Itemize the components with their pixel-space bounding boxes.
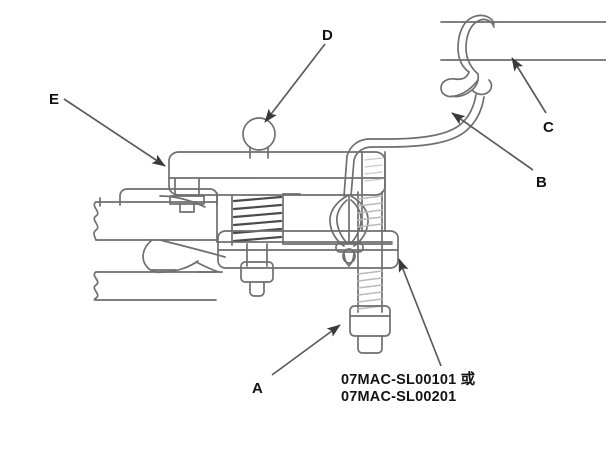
leader-A (271, 324, 341, 376)
leader-B (451, 112, 534, 171)
curved-link (142, 239, 226, 274)
drawing-line-group (93, 14, 606, 354)
lower-tool-plate (217, 230, 399, 269)
center-stud-nut (240, 243, 274, 297)
clamp-stud (169, 177, 205, 213)
cable-run (343, 94, 485, 197)
coil-spring (232, 195, 283, 243)
leader-C (511, 57, 547, 114)
tool-number-line-2: 07MAC-SL00201 (341, 389, 457, 405)
hook-on-bar (440, 14, 495, 98)
hex-nut-bottom (349, 305, 391, 354)
callout-label-D: D (322, 27, 333, 44)
leader-tool-number (398, 258, 442, 367)
center-housing (216, 192, 393, 245)
callout-label-C: C (543, 119, 554, 136)
tool-number-line-1: 07MAC-SL00101 或 (341, 372, 476, 388)
callout-label-E: E (49, 91, 60, 108)
spring-seat (231, 193, 284, 246)
left-beam-lower (93, 271, 217, 301)
leader-D (264, 43, 326, 123)
post-shading (364, 157, 383, 182)
left-beam-upper (93, 201, 217, 241)
leader-lines (63, 43, 547, 376)
callout-label-B: B (536, 174, 547, 191)
bolt-threads (357, 195, 383, 310)
leader-E (63, 98, 166, 167)
cable-thimble-loop (329, 195, 369, 267)
callout-label-A: A (252, 380, 263, 397)
right-post (361, 151, 386, 232)
